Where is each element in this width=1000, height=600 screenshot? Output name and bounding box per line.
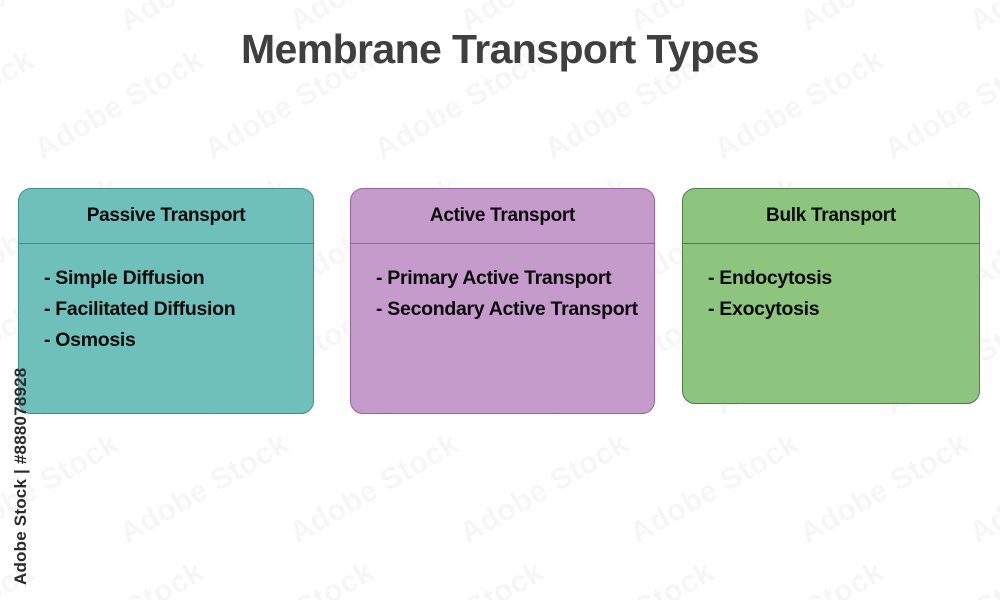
watermark-text: Adobe Stock [114, 427, 295, 551]
card-header-bulk-transport: Bulk Transport [683, 189, 979, 244]
watermark-text: Adobe Stock [879, 555, 1000, 600]
list-item: - Secondary Active Transport [376, 298, 638, 320]
watermark-text: Adobe Stock [794, 427, 975, 551]
list-item: - Primary Active Transport [376, 267, 612, 289]
watermark-text: Adobe Stock [369, 555, 550, 600]
card-body-active-transport: - Primary Active Transport - Secondary A… [351, 244, 654, 325]
page-title: Membrane Transport Types [241, 26, 760, 72]
card-header-passive-transport: Passive Transport [19, 189, 313, 244]
list-item: - Osmosis [44, 329, 136, 351]
watermark-text: Adobe Stock [29, 555, 210, 600]
watermark-text: Adobe Stock [454, 427, 635, 551]
card-active-transport[interactable]: Active Transport - Primary Active Transp… [350, 188, 655, 414]
card-body-passive-transport: - Simple Diffusion - Facilitated Diffusi… [19, 244, 313, 356]
watermark-text: Adobe Stock [539, 555, 720, 600]
card-header-active-transport: Active Transport [351, 189, 654, 244]
card-row: Passive Transport - Simple Diffusion - F… [0, 188, 1000, 418]
card-title-passive-transport: Passive Transport [86, 205, 246, 226]
list-item: - Exocytosis [708, 298, 820, 320]
watermark-text: Adobe Stock [199, 555, 380, 600]
stock-attribution: Adobe Stock | #888078928 [0, 330, 30, 600]
card-passive-transport[interactable]: Passive Transport - Simple Diffusion - F… [18, 188, 314, 414]
watermark-text: Adobe Stock [624, 427, 805, 551]
list-item: - Endocytosis [708, 267, 832, 289]
card-bulk-transport[interactable]: Bulk Transport - Endocytosis - Exocytosi… [682, 188, 980, 404]
watermark-text: Adobe Stock [284, 427, 465, 551]
list-item: - Simple Diffusion [44, 267, 205, 289]
watermark-text: Adobe Stock [709, 555, 890, 600]
list-item: - Facilitated Diffusion [44, 298, 236, 320]
card-title-bulk-transport: Bulk Transport [766, 205, 896, 226]
watermark-text: Adobe Stock [964, 427, 1000, 551]
stock-attribution-text: Adobe Stock | #888078928 [11, 367, 30, 585]
card-title-active-transport: Active Transport [429, 205, 576, 226]
card-body-bulk-transport: - Endocytosis - Exocytosis [683, 244, 979, 325]
